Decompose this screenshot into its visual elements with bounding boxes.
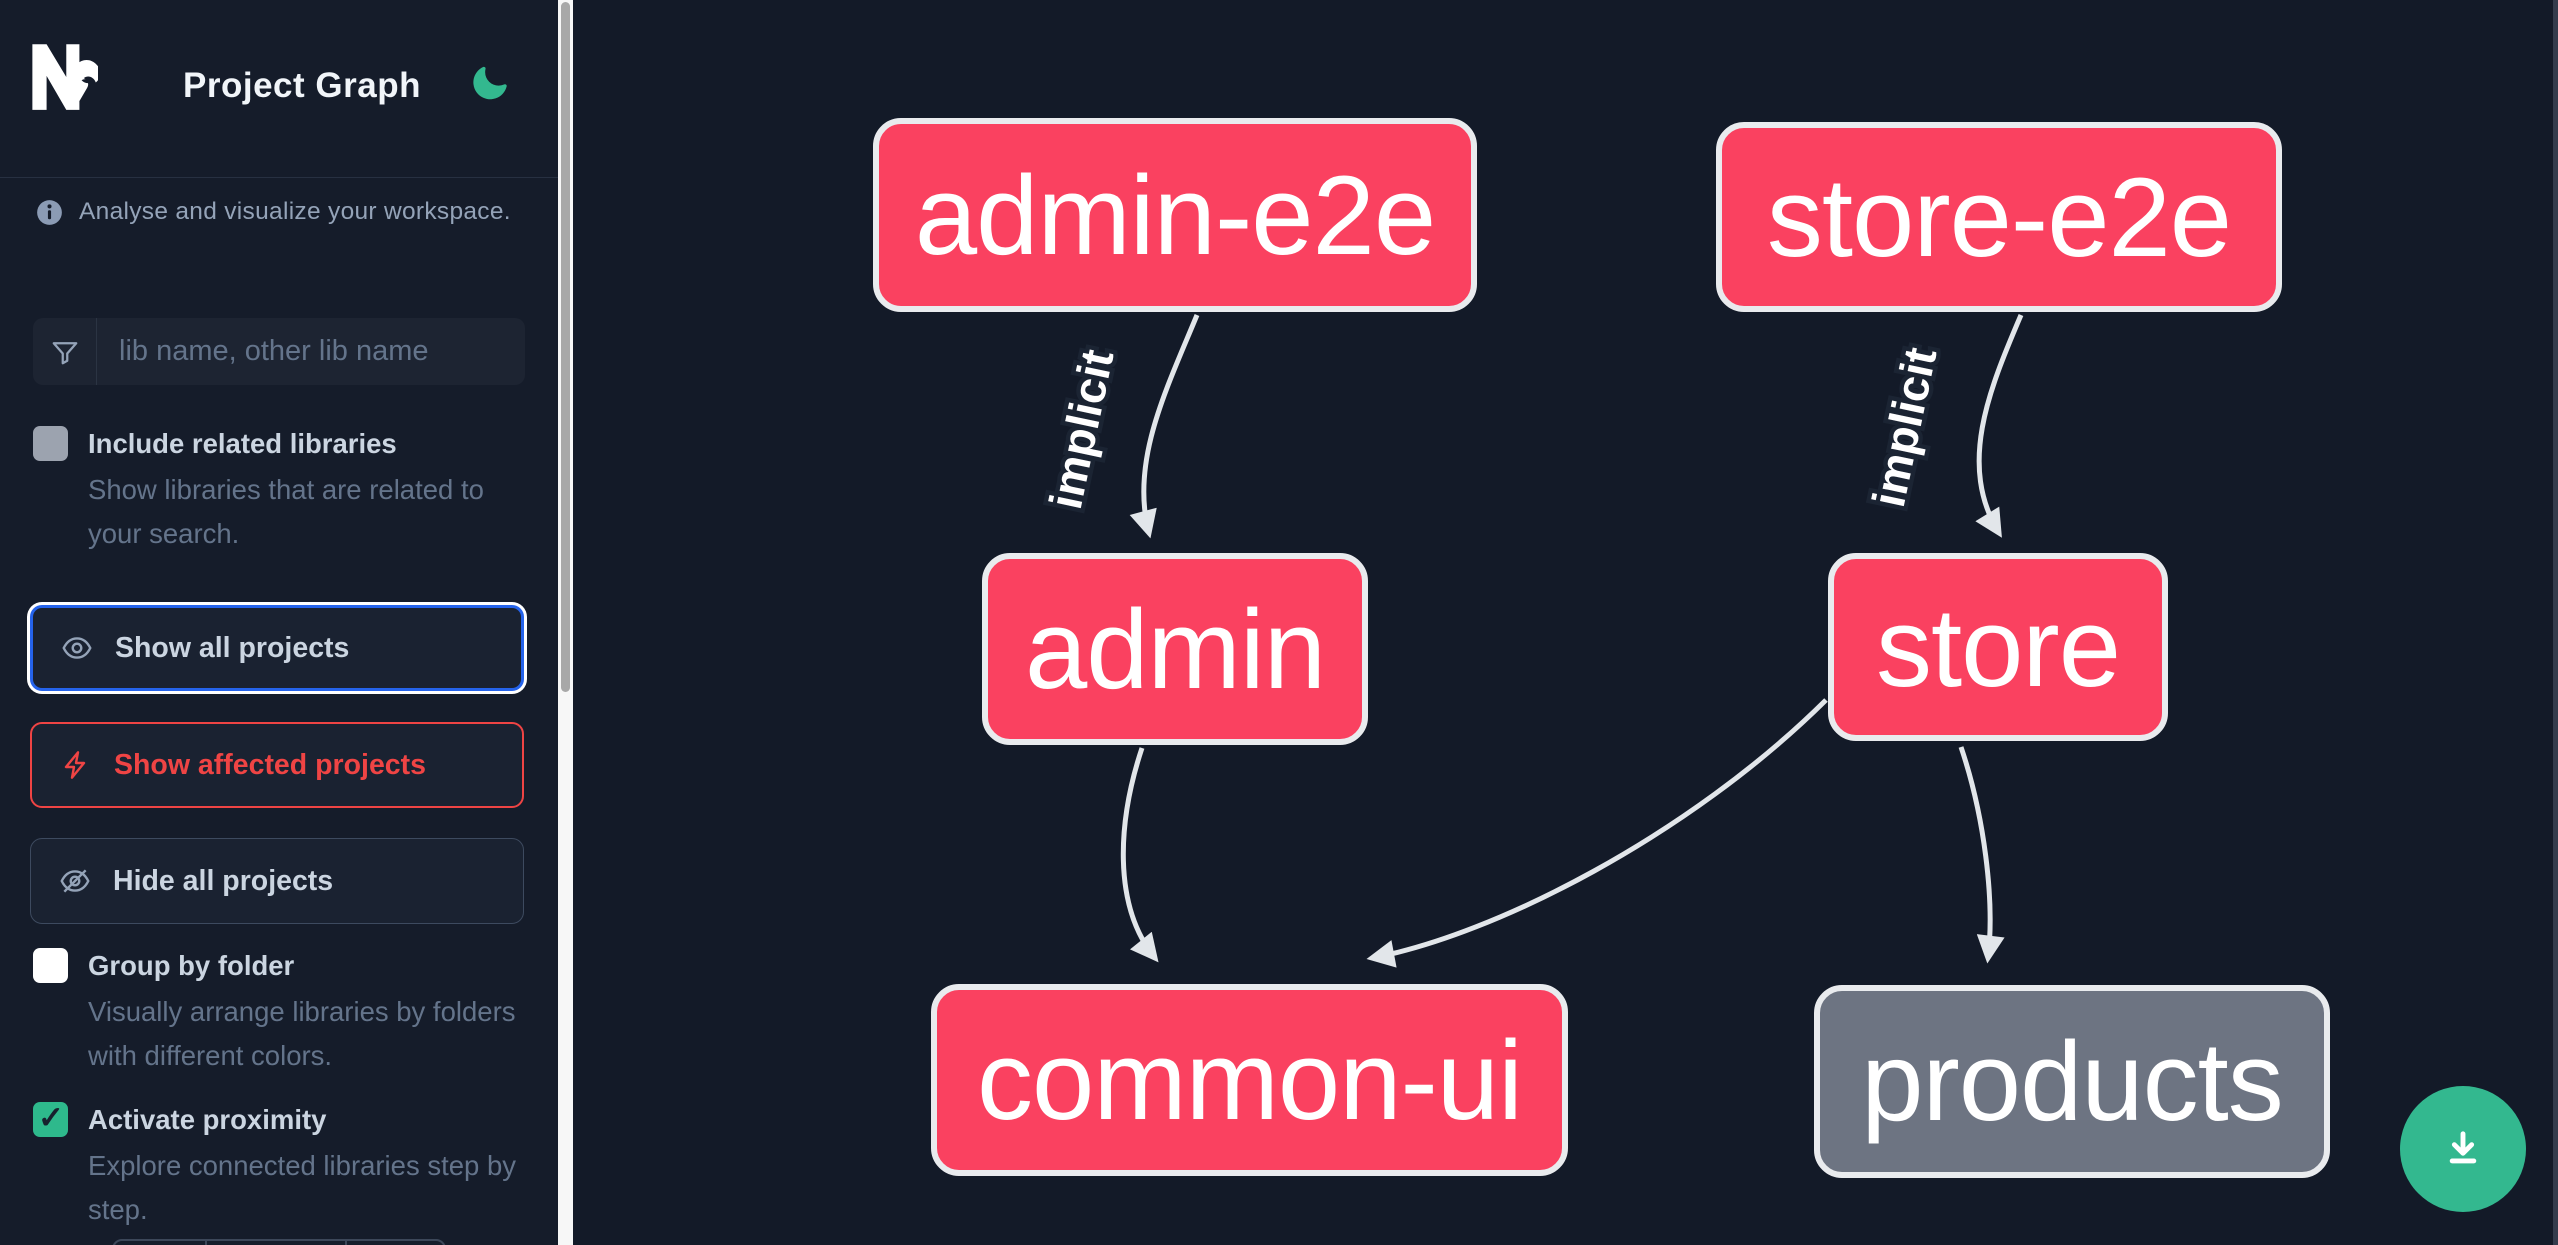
- tagline-text: Analyse and visualize your workspace.: [79, 198, 511, 225]
- edge-store-products: [1958, 746, 2005, 964]
- graph-node-admin[interactable]: admin: [982, 553, 1368, 745]
- window-right-edge: [2553, 0, 2558, 1245]
- moon-icon: [473, 66, 507, 99]
- graph-canvas[interactable]: implicit implicit admin-e2e store-e2e ad…: [573, 0, 2558, 1245]
- toggle-include-related[interactable]: Include related libraries Show libraries…: [33, 424, 533, 556]
- checkbox-include-related[interactable]: [33, 426, 68, 461]
- funnel-icon: [33, 318, 97, 385]
- sidebar-scrollbar[interactable]: [558, 0, 573, 1245]
- edge-label-implicit: implicit: [1039, 345, 1123, 513]
- show-affected-projects-button[interactable]: Show affected projects: [30, 722, 524, 808]
- info-icon: [37, 199, 62, 225]
- graph-node-common-ui[interactable]: common-ui: [931, 984, 1568, 1176]
- edge-admin-common-ui: [1120, 747, 1159, 963]
- toggle-description: Visually arrange libraries by folders wi…: [88, 996, 516, 1071]
- download-graph-button[interactable]: [2400, 1086, 2526, 1212]
- eye-slash-icon: [60, 869, 90, 893]
- toggle-description: Show libraries that are related to your …: [88, 474, 484, 549]
- sidebar: Project Graph Analyse and visualize your…: [0, 0, 558, 1245]
- bolt-icon: [64, 751, 86, 779]
- graph-node-admin-e2e[interactable]: admin-e2e: [873, 118, 1477, 312]
- checkbox-group-by-folder[interactable]: [33, 948, 68, 983]
- proximity-stepper-partial[interactable]: [112, 1239, 446, 1245]
- graph-node-store[interactable]: store: [1828, 553, 2168, 741]
- eye-icon: [62, 637, 92, 659]
- graph-node-store-e2e[interactable]: store-e2e: [1716, 122, 2282, 312]
- edge-admin-e2e-admin: [1129, 314, 1200, 539]
- show-all-projects-button[interactable]: Show all projects: [30, 605, 524, 691]
- toggle-label: Activate proximity: [88, 1104, 327, 1135]
- button-label: Show affected projects: [114, 748, 426, 781]
- edge-store-common-ui: [1366, 698, 1828, 968]
- button-label: Show all projects: [115, 631, 350, 664]
- stepper-segment[interactable]: [347, 1241, 444, 1245]
- stepper-segment[interactable]: [207, 1241, 347, 1245]
- edge-store-e2e-store: [1975, 314, 2024, 538]
- search-input[interactable]: [97, 318, 525, 385]
- toggle-description: Explore connected libraries step by step…: [88, 1150, 517, 1225]
- edge-label-implicit: implicit: [1862, 343, 1946, 511]
- download-icon: [2449, 1131, 2477, 1164]
- sidebar-header: Project Graph: [0, 0, 558, 178]
- checkbox-activate-proximity[interactable]: [33, 1100, 68, 1137]
- search-box: [33, 318, 525, 385]
- page-title: Project Graph: [183, 66, 421, 105]
- stepper-segment[interactable]: [114, 1241, 207, 1245]
- graph-node-products[interactable]: products: [1814, 985, 2330, 1178]
- graph-edges: implicit implicit: [1035, 314, 2024, 968]
- toggle-group-by-folder[interactable]: Group by folder Visually arrange librari…: [33, 946, 533, 1078]
- button-label: Hide all projects: [113, 864, 334, 897]
- toggle-label: Group by folder: [88, 950, 295, 981]
- theme-toggle-button[interactable]: [466, 60, 514, 108]
- scrollbar-thumb[interactable]: [561, 2, 570, 692]
- nx-logo: [32, 44, 98, 110]
- tagline-row: Analyse and visualize your workspace.: [36, 198, 511, 226]
- toggle-activate-proximity[interactable]: Activate proximity Explore connected lib…: [33, 1100, 533, 1232]
- toggle-label: Include related libraries: [88, 428, 397, 459]
- hide-all-projects-button[interactable]: Hide all projects: [30, 838, 524, 924]
